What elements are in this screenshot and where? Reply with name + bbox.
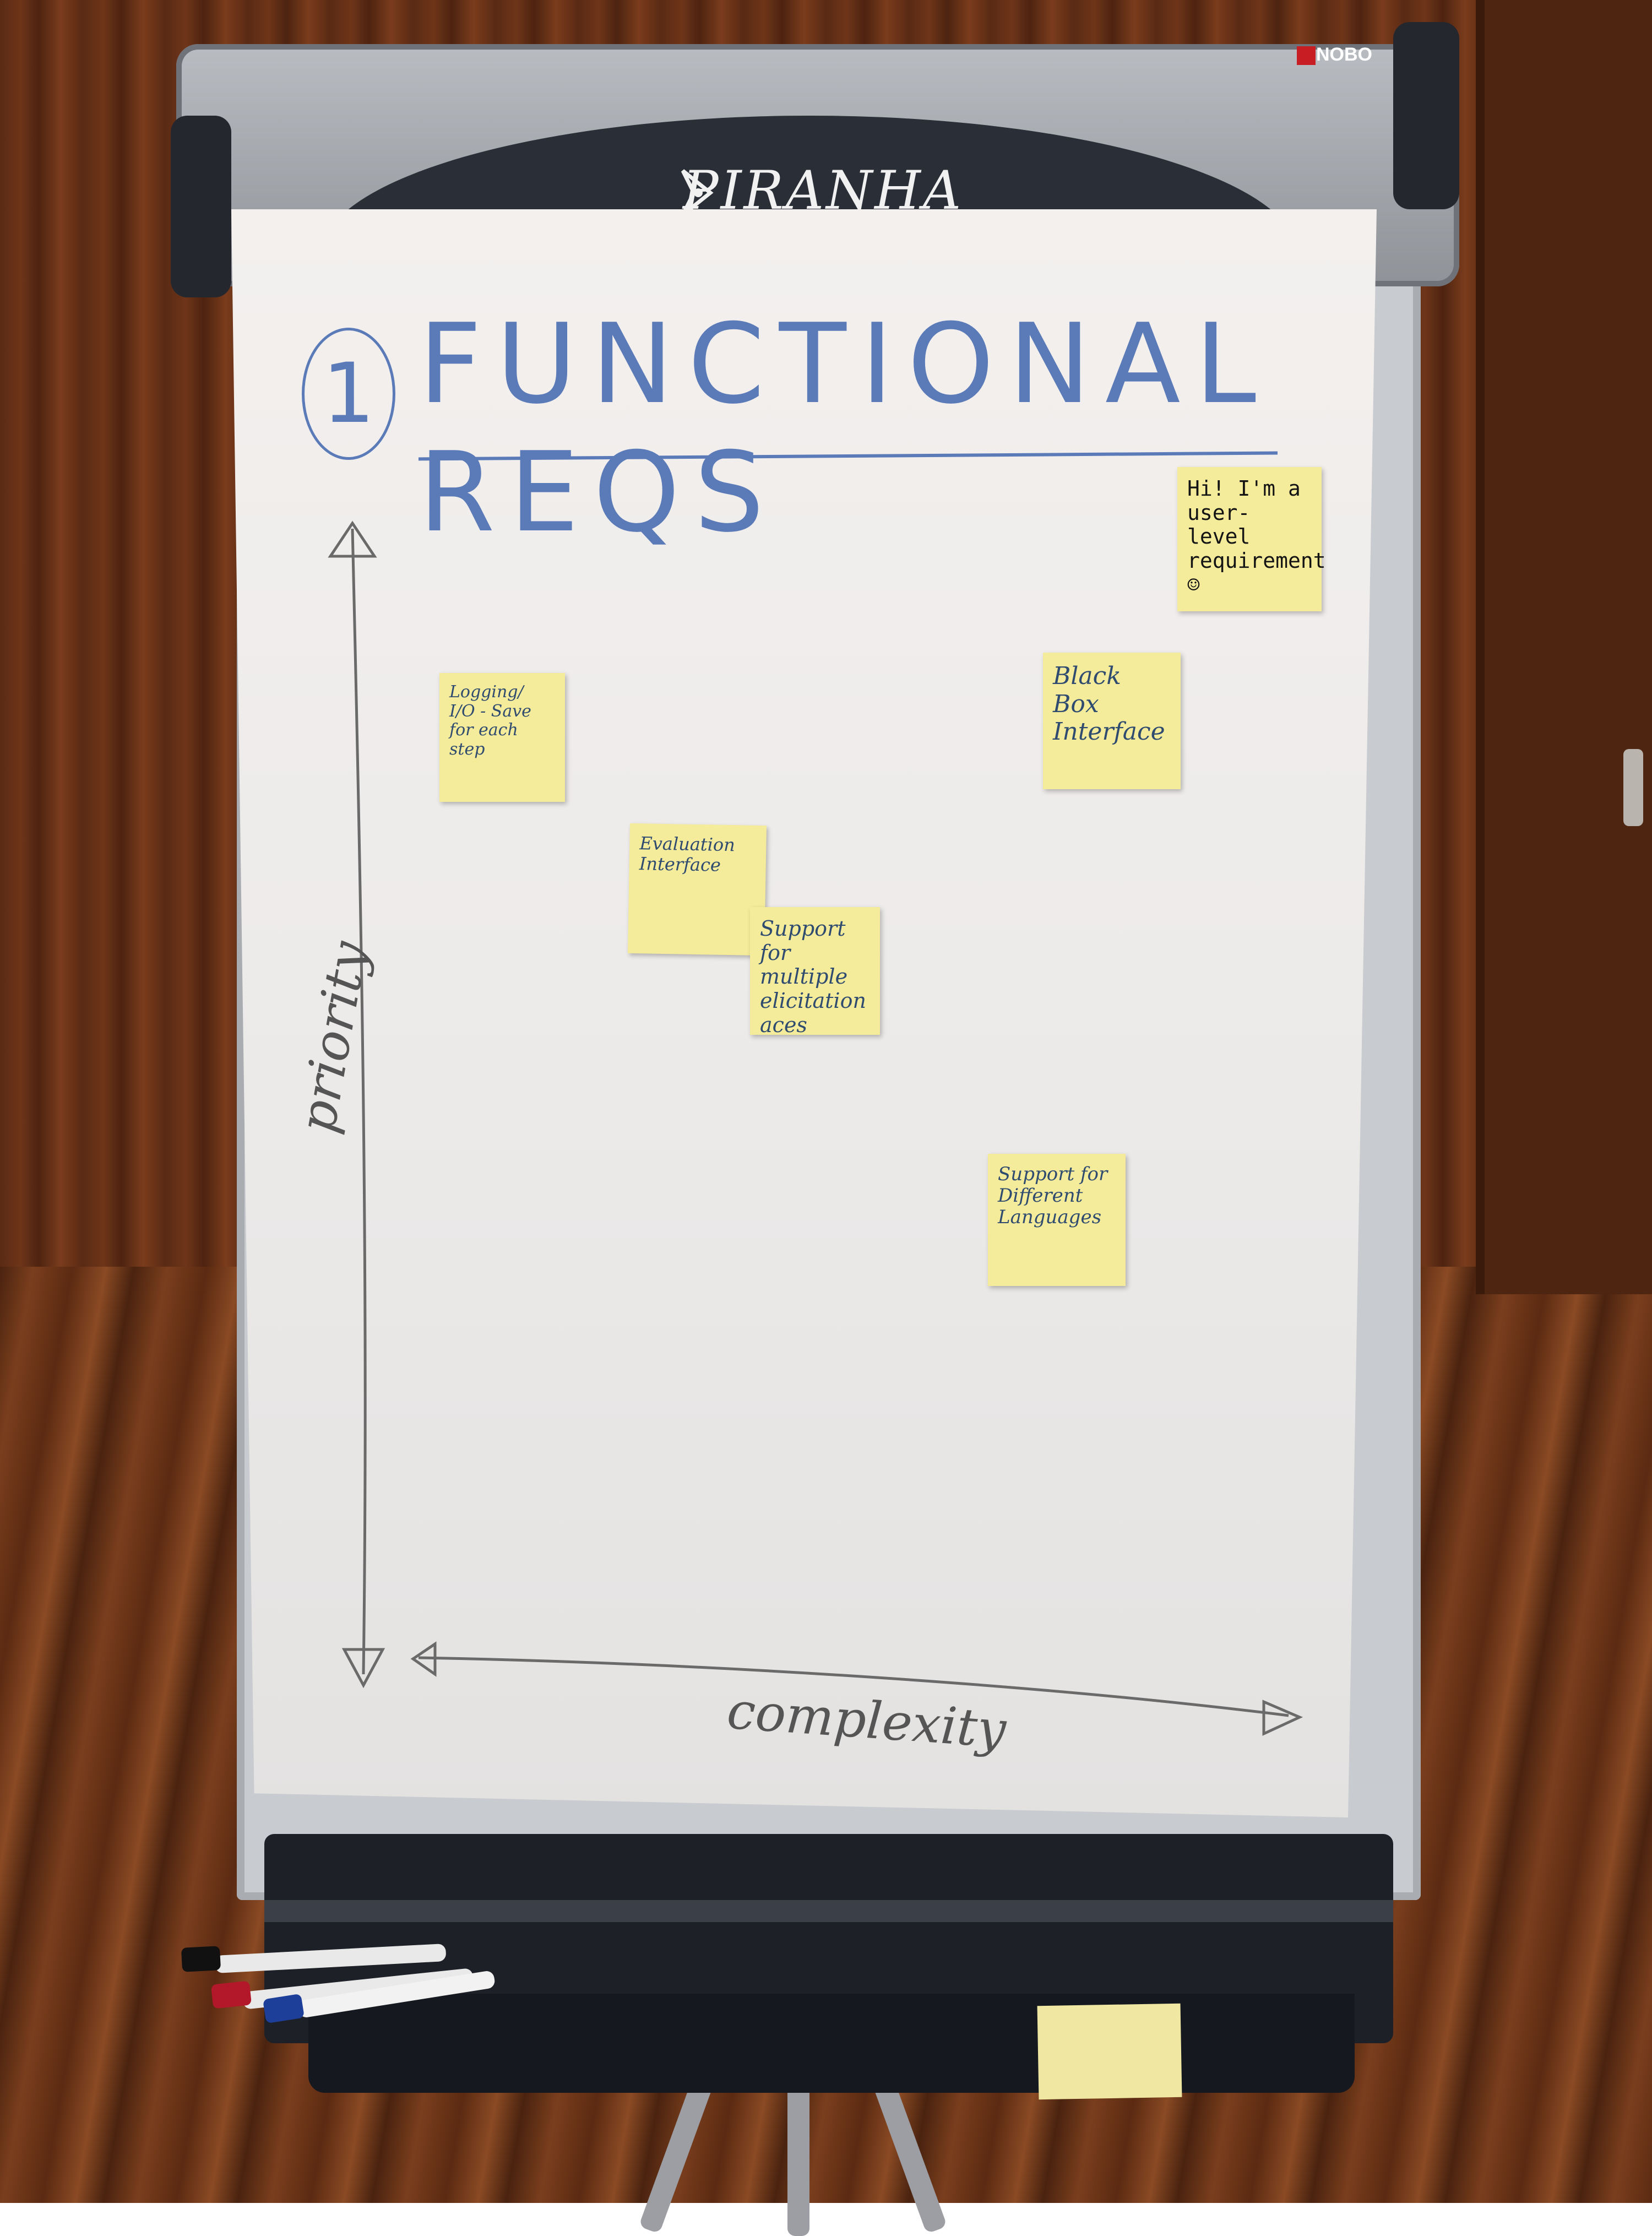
sticky-note-logging: Logging/ I/O - Save for each step	[439, 673, 565, 802]
sticky-note-user-level: Hi! I'm a user-level requirement ☺	[1177, 467, 1326, 611]
acco-logo-icon	[1297, 46, 1316, 65]
header-end-cap-left	[171, 116, 231, 297]
marker-tray-lip	[264, 1900, 1393, 1922]
sticky-note-multiple-elicitation: Support for multiple elicitation aces	[750, 907, 880, 1037]
x-axis-arrow	[410, 1641, 1303, 1736]
y-axis-arrow	[328, 520, 385, 1689]
header-end-cap-right	[1393, 22, 1459, 209]
door-handle	[1623, 749, 1643, 826]
sticky-note-black-box: Black Box Interface	[1043, 653, 1181, 789]
maker-logo-text: NOBO	[1316, 44, 1372, 65]
page-title: FUNCTIONAL REQS	[419, 300, 1271, 557]
sticky-note-different-languages: Support for Different Languages	[988, 1154, 1126, 1286]
sticky-note-evaluation: Evaluation Interface	[627, 823, 767, 956]
door	[1476, 0, 1652, 1294]
title-number: 1	[302, 328, 395, 460]
